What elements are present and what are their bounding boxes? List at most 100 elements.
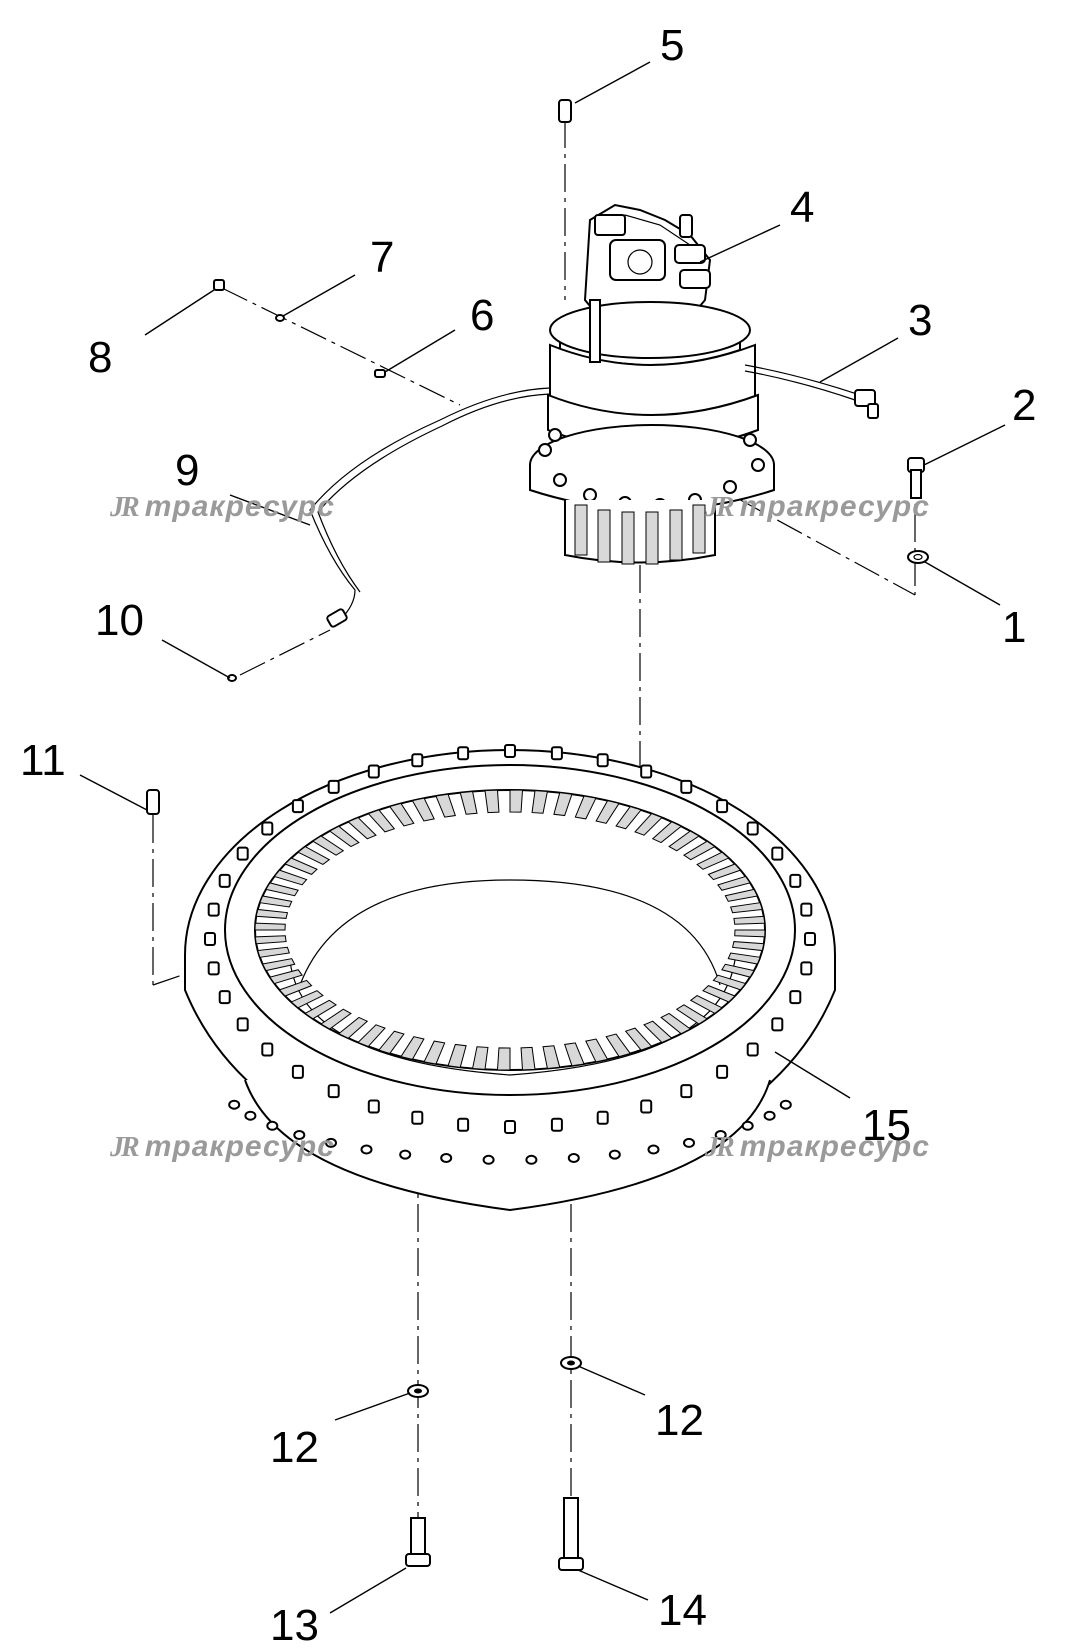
ring-bolt-head [236, 846, 249, 861]
ring-bolt-head [218, 873, 231, 888]
ring-teeth [254, 789, 766, 1071]
ring-bolt-head [504, 744, 516, 758]
callout-11: 11 [20, 736, 66, 785]
callout-5: 5 [660, 21, 684, 70]
hose-3 [744, 364, 879, 419]
ring-lower-bolt-head [293, 1130, 306, 1140]
ring-tooth [347, 816, 377, 840]
ring-tooth [290, 990, 324, 1009]
ring-bolt-head [680, 1084, 693, 1099]
ring-bolt-head [457, 746, 470, 761]
ring-tooth [734, 929, 766, 938]
ring-bolt-head [261, 821, 274, 836]
ring-tooth [717, 875, 751, 891]
callout-7: 7 [370, 233, 394, 282]
ring-bolt-head [411, 1110, 424, 1125]
ring-lower-bolt-head [325, 1137, 337, 1148]
ring-lower-bolt-head [741, 1120, 754, 1131]
callout-1: 1 [1002, 603, 1026, 652]
ring-lower-bolt-head [714, 1130, 727, 1140]
ring-bolt-head [746, 821, 759, 836]
ring-tooth [378, 1030, 405, 1055]
ring-tooth [257, 946, 290, 958]
ring-bolt-head [746, 1042, 759, 1057]
ring-lower-bolt-head [779, 1099, 792, 1110]
ring-lower-bolt-head [244, 1110, 257, 1121]
bolt-5 [558, 99, 572, 123]
ring-bolt-head [771, 1017, 784, 1032]
ring-tooth [328, 825, 360, 848]
ring-bolt-head [716, 1064, 729, 1079]
ring-bolt-head [800, 961, 813, 976]
ring-tooth [542, 1045, 561, 1070]
callout-10: 10 [95, 596, 144, 645]
ring-tooth [311, 835, 345, 856]
callout-9: 9 [175, 446, 199, 495]
ring-tooth [730, 902, 763, 914]
ring-tooth [435, 793, 456, 818]
callout-12-right: 12 [655, 1396, 704, 1445]
ring-bolt-head [680, 779, 693, 794]
ring-tooth [388, 802, 415, 827]
ring-tooth [727, 952, 761, 965]
ring-tooth [696, 851, 730, 870]
ring-tooth [447, 1043, 467, 1068]
callout-4: 4 [790, 183, 814, 232]
leader-lines [79, 61, 1006, 1614]
ring-tooth [585, 1038, 609, 1063]
ring-tooth [411, 797, 435, 822]
ring-bolt-head [207, 902, 220, 917]
ring-tooth [721, 963, 755, 978]
ring-tooth [259, 895, 293, 908]
ring-tooth [269, 969, 303, 985]
watermark-logo: JR [110, 1132, 140, 1163]
ring-tooth [304, 999, 338, 1020]
ring-bolt-head [261, 1042, 274, 1057]
ring-bolt-head [207, 961, 220, 976]
ring-tooth [254, 922, 286, 931]
watermark-text: тракресурс [144, 1130, 335, 1163]
ring-bolt-head [640, 1099, 653, 1114]
ring-tooth [553, 792, 573, 817]
ring-tooth [689, 994, 723, 1014]
callout-15: 15 [862, 1101, 911, 1150]
ring-bolt-head [771, 846, 784, 861]
ring-tooth [459, 790, 478, 815]
ring-tooth [707, 863, 742, 881]
watermark-text: тракресурс [144, 490, 335, 523]
ring-lower-bolt-head [399, 1149, 412, 1160]
ring-tooth [284, 857, 318, 875]
ring-tooth [682, 840, 716, 861]
ring-lower-bolt-head [440, 1153, 453, 1163]
ring-lower-bolt-head [228, 1099, 241, 1110]
ring-tooth [605, 1033, 632, 1058]
ring-lower-bolt-head [763, 1110, 776, 1121]
watermark-logo: JR [705, 492, 735, 523]
bolt-13 [405, 1517, 431, 1567]
ring-bolt-head [716, 799, 729, 814]
ring-bolt-head [640, 764, 653, 779]
ring-tooth [675, 1004, 709, 1025]
ring-bolt-head [804, 932, 816, 946]
ring-tooth [712, 974, 747, 991]
ring-tooth [624, 1027, 653, 1051]
callout-14: 14 [658, 1586, 707, 1635]
ring-bolt-head [411, 753, 424, 768]
bolt-14 [558, 1497, 584, 1571]
fitting-6 [374, 369, 386, 378]
ring-tooth [261, 958, 296, 972]
ring-bolt-head [367, 764, 380, 779]
ring-tooth [595, 800, 620, 824]
ring-bolt-head [800, 902, 813, 917]
ring-bolt-head [291, 1064, 304, 1079]
ring-bolt-head [789, 990, 802, 1005]
watermark-logo: JR [110, 492, 140, 523]
ring-tooth [520, 1046, 536, 1071]
ring-bolt-head [218, 990, 231, 1005]
ring-lower-bolt-head [266, 1120, 279, 1131]
ring-lower-bolt-head [608, 1149, 621, 1160]
callout-labels: 1 2 3 4 5 6 7 8 9 10 11 12 12 13 14 15 [20, 21, 1036, 1650]
ring-bolt-head [367, 1099, 380, 1114]
